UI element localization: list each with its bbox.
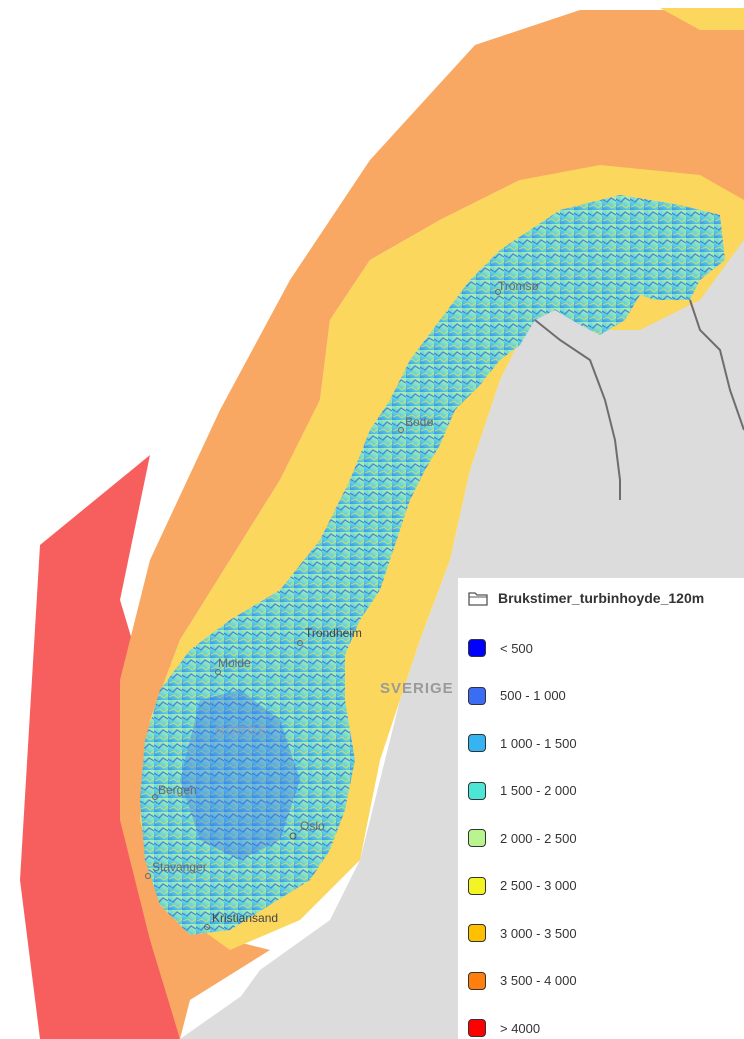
city-marker-bodo[interactable]: Bodø — [398, 415, 435, 433]
city-marker-tromso[interactable]: Tromsø — [495, 279, 540, 295]
legend-item-label: 1 500 - 2 000 — [500, 783, 577, 798]
legend-item-label: < 500 — [500, 640, 533, 656]
city-label-bergen: Bergen — [158, 783, 197, 797]
legend-item: 2 000 - 2 500 — [468, 827, 577, 849]
city-marker-trondheim[interactable]: Trondheim — [297, 626, 362, 646]
city-label-oslo: Oslo — [300, 819, 325, 833]
legend-title: Brukstimer_turbinhoyde_120m — [498, 590, 705, 606]
legend-item: 3 500 - 4 000 — [468, 970, 577, 992]
city-marker-molde[interactable]: Molde — [215, 656, 252, 675]
legend-item: 3 000 - 3 500 — [468, 922, 577, 944]
legend-item-label: 3 500 - 4 000 — [500, 973, 577, 988]
city-label-bodo: Bodø — [405, 415, 434, 429]
legend-item: < 500 — [468, 637, 533, 659]
country-label-sweden: SVERIGE — [380, 680, 454, 697]
legend-item-label: 2 500 - 3 000 — [500, 878, 577, 893]
norway-southeast-inland — [180, 690, 300, 860]
legend-swatch — [468, 829, 486, 847]
city-label-stavanger: Stavanger — [152, 860, 207, 874]
land-denmark — [180, 990, 310, 1039]
legend-item: 500 - 1 000 — [468, 685, 566, 707]
city-label-tromso: Tromsø — [498, 279, 540, 293]
map-legend: Brukstimer_turbinhoyde_120m < 500 500 - 1… — [458, 578, 744, 1039]
legend-item: 2 500 - 3 000 — [468, 875, 577, 897]
norway-landmass — [140, 195, 725, 935]
legend-item-label: 2 000 - 2 500 — [500, 830, 577, 846]
legend-item: 1 000 - 1 500 — [468, 732, 577, 754]
border-norway-sweden — [534, 319, 621, 500]
legend-swatch — [468, 971, 486, 990]
city-label-molde: Molde — [218, 656, 251, 670]
legend-swatch — [468, 924, 486, 942]
legend-swatch — [468, 1019, 486, 1037]
zone-orange — [120, 10, 744, 1039]
legend-item-label: 500 - 1 000 — [500, 688, 566, 703]
city-marker-oslo[interactable]: Oslo — [289, 819, 325, 840]
city-label-kristiansand: Kristiansand — [212, 911, 278, 925]
legend-item: 1 500 - 2 000 — [468, 780, 577, 802]
legend-swatch — [468, 686, 486, 705]
legend-item-label: 1 000 - 1 500 — [500, 735, 577, 751]
city-label-trondheim: Trondheim — [305, 626, 362, 640]
legend-title-row[interactable]: Brukstimer_turbinhoyde_120m — [468, 590, 704, 606]
zone-orange-topright — [660, 8, 744, 30]
legend-swatch — [468, 876, 486, 895]
legend-swatch — [468, 781, 486, 800]
legend-item-label: 3 000 - 3 500 — [500, 925, 577, 941]
legend-item-label: > 4000 — [500, 1020, 541, 1036]
legend-swatch — [468, 734, 486, 752]
city-marker-kristiansand[interactable]: Kristiansand — [204, 911, 279, 930]
city-marker-stavanger[interactable]: Stavanger — [145, 860, 207, 879]
city-marker-bergen[interactable]: Bergen — [152, 783, 197, 800]
legend-item: > 4000 — [468, 1017, 540, 1039]
border-finland — [689, 299, 744, 431]
country-label-norway: NORGE — [215, 723, 268, 738]
folder-icon — [468, 592, 488, 606]
legend-swatch — [468, 639, 486, 657]
